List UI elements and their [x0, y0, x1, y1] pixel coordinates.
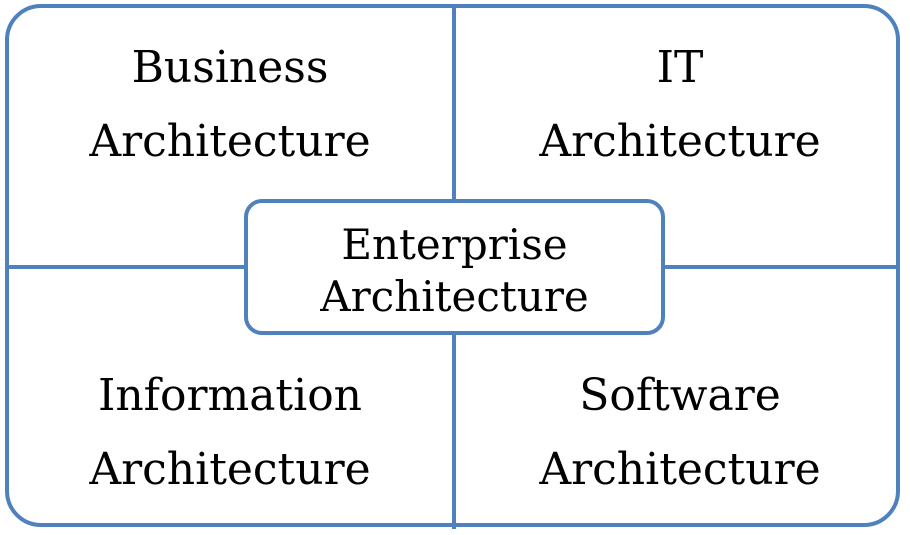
quadrant-subtitle: Architecture: [89, 444, 371, 495]
it-architecture-quadrant: IT Architecture: [455, 31, 905, 179]
quadrant-title: Information: [97, 370, 363, 421]
quadrant-title: Software: [579, 370, 781, 421]
quadrant-subtitle: Architecture: [89, 116, 371, 167]
center-title: Enterprise: [341, 220, 568, 269]
enterprise-architecture-box: Enterprise Architecture: [244, 199, 665, 335]
software-architecture-quadrant: Software Architecture: [455, 359, 905, 507]
quadrant-subtitle: Architecture: [539, 444, 821, 495]
business-architecture-quadrant: Business Architecture: [5, 31, 455, 179]
quadrant-title: IT: [656, 42, 704, 93]
quadrant-subtitle: Architecture: [539, 116, 821, 167]
quadrant-title: Business: [131, 42, 329, 93]
center-subtitle: Architecture: [320, 272, 589, 321]
information-architecture-quadrant: Information Architecture: [5, 359, 455, 507]
